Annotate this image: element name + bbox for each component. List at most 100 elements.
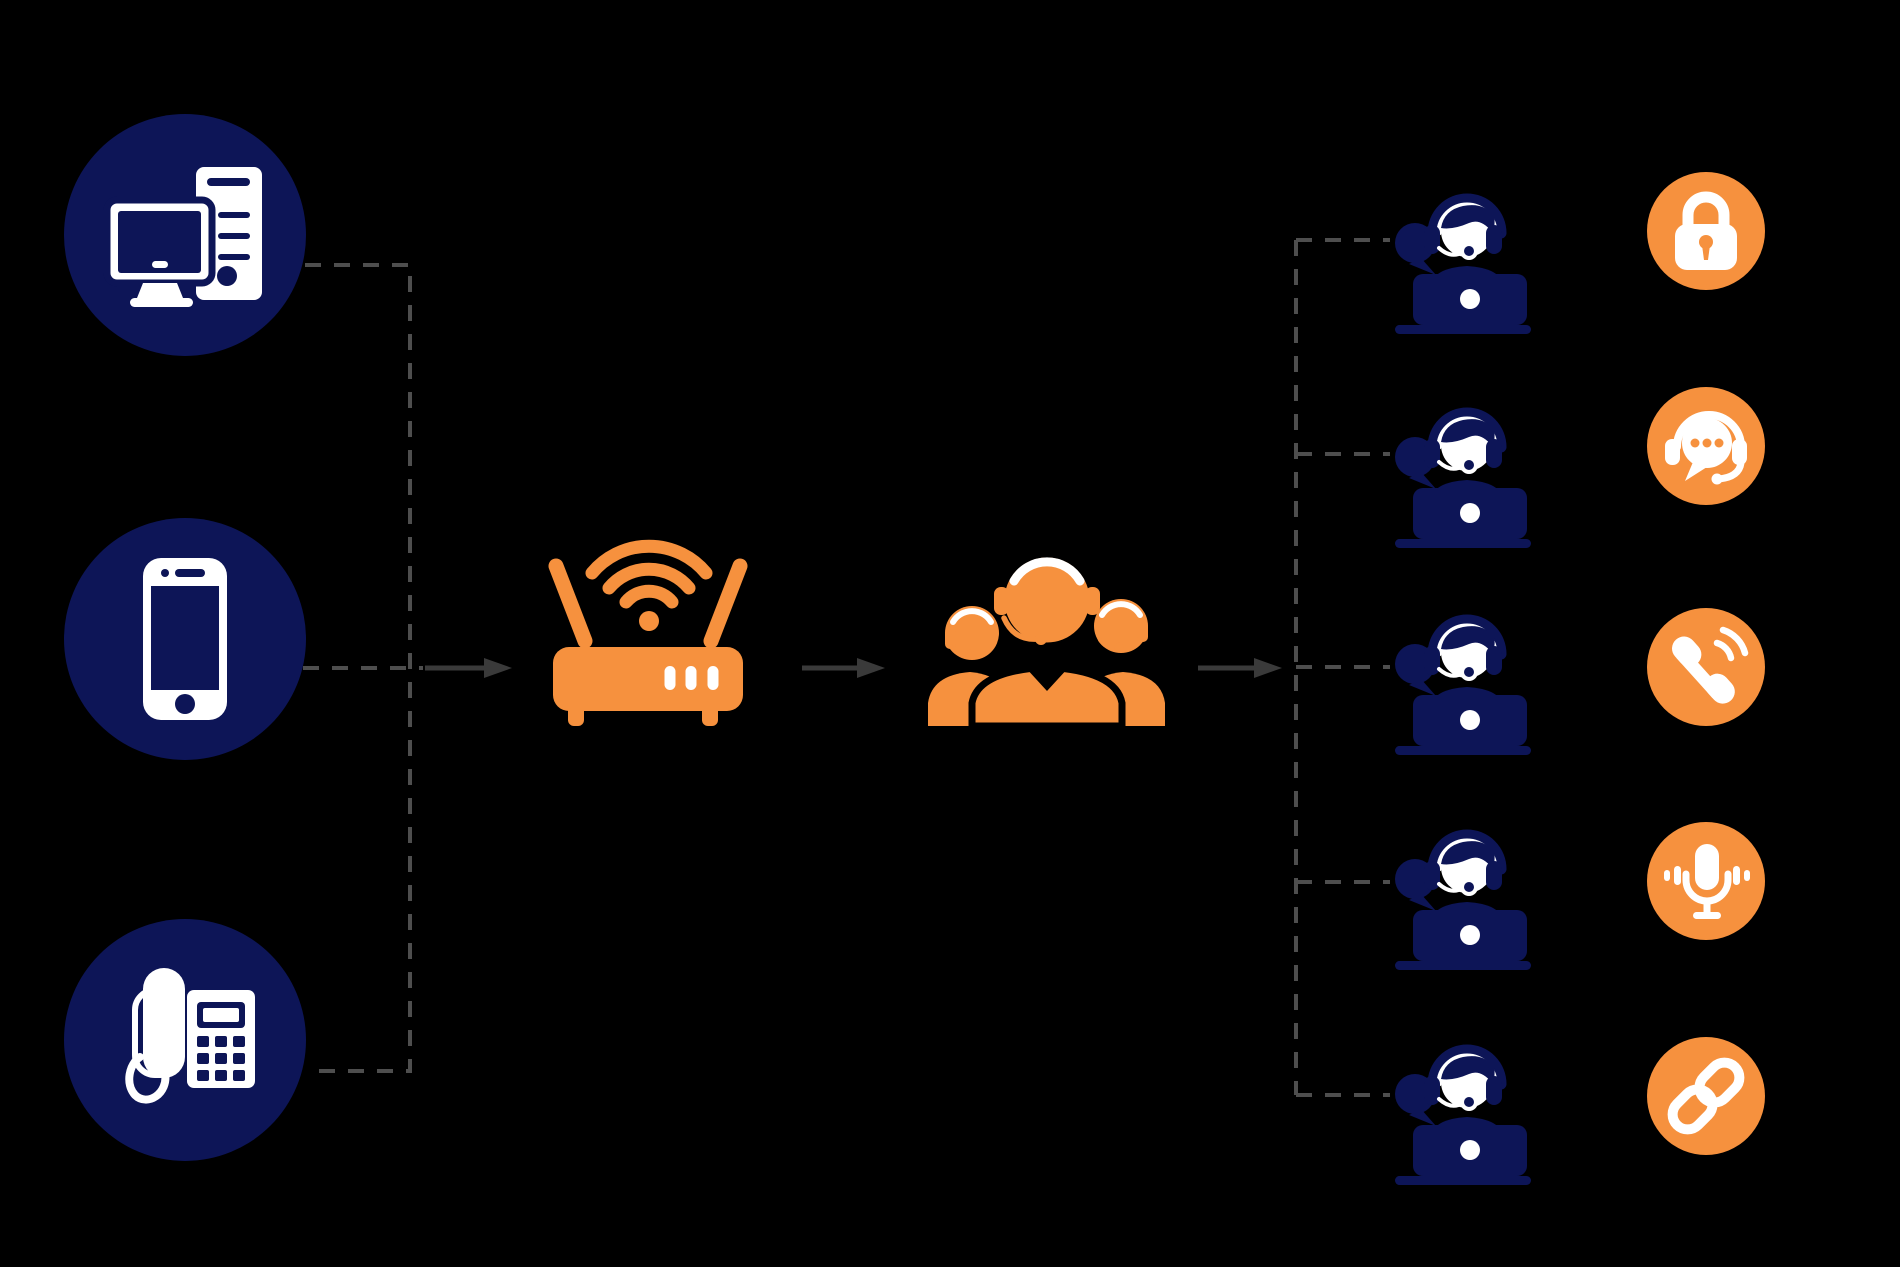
dashed-connectors (303, 238, 1390, 1097)
key (215, 1036, 227, 1047)
handset-bridge (1676, 649, 1723, 699)
desk-phone-icon (125, 968, 255, 1104)
speaker-bar (175, 569, 205, 577)
link-left (1667, 1084, 1718, 1135)
feature-security (1647, 172, 1765, 290)
mic-cradle (1682, 870, 1732, 905)
support-agent-laptop-icon (1395, 413, 1531, 548)
mic-capsule (1695, 844, 1719, 890)
sound-pill-outer-left (1664, 870, 1670, 881)
antenna-left (548, 558, 593, 649)
team-left-headband (950, 608, 994, 625)
team-center-ear-cup-left (994, 587, 1009, 615)
tower-slot (218, 233, 250, 239)
team-center-mic-boom (1001, 615, 1041, 642)
feature-circle (1647, 608, 1765, 726)
home-button (175, 694, 195, 714)
node-smartphone (64, 518, 306, 760)
tower-slot (207, 178, 250, 186)
ear-pad-right (1732, 439, 1747, 465)
tower-slot (218, 212, 250, 218)
router-led (685, 666, 697, 690)
sound-pill-outer-right (1744, 870, 1750, 881)
chat-dot (1702, 438, 1712, 448)
feature-calls (1647, 608, 1765, 726)
tower-button (217, 266, 237, 286)
keypad (197, 1036, 245, 1081)
camera-dot (161, 569, 169, 577)
key (197, 1036, 209, 1047)
arrow-team-to-agents (1198, 658, 1282, 678)
key (233, 1053, 245, 1064)
team-right-ear-cup (1137, 622, 1148, 642)
router-box (553, 647, 743, 711)
signal-arc-small (1713, 639, 1735, 662)
support-agent-laptop-icon (1395, 620, 1531, 755)
handset (143, 968, 185, 1078)
feature-chat-support (1647, 387, 1765, 505)
phone-cord (125, 1053, 170, 1104)
feature-voice (1647, 822, 1765, 940)
microphone-icon (1664, 844, 1750, 919)
arrow-head (1254, 658, 1282, 678)
key (215, 1070, 227, 1081)
monitor-power-pill (152, 261, 168, 268)
lock-shackle (1682, 191, 1730, 230)
headset-chat-icon (1665, 411, 1747, 485)
flow-arrows (425, 658, 1282, 678)
feature-integration (1647, 1037, 1765, 1155)
sound-pill-inner-left (1674, 866, 1681, 885)
key (233, 1070, 245, 1081)
mic-ball (1711, 473, 1723, 485)
support-agent-laptop-icon (1395, 199, 1531, 334)
display-screen (203, 1008, 239, 1022)
signal-arc-large (1719, 626, 1749, 657)
team-center-ear-cup-right (1085, 587, 1100, 615)
monitor-stand (137, 283, 183, 298)
node-desk-phone (64, 919, 306, 1161)
team-center-collar (1025, 667, 1069, 691)
link-right (1694, 1057, 1745, 1108)
handset (1672, 636, 1735, 704)
antenna-right (703, 558, 748, 649)
headset-band (1673, 411, 1745, 451)
key (197, 1053, 209, 1064)
keyhole-stem (1702, 245, 1710, 260)
support-agent-laptop-icon (1395, 1050, 1531, 1185)
arrow-head (857, 658, 885, 678)
feature-column (1647, 172, 1765, 1155)
arrow-router-to-team (802, 658, 885, 678)
chain-link-icon (1667, 1057, 1745, 1135)
key (233, 1036, 245, 1047)
monitor-base (130, 298, 193, 307)
left-dashed-bracket (305, 263, 412, 1073)
team-center-headband (1009, 557, 1085, 586)
arrow-devices-to-router (425, 658, 512, 678)
wifi-router-icon (548, 539, 748, 726)
node-wifi-router (548, 539, 748, 726)
phone-screen (151, 586, 219, 690)
mic-stem (1703, 903, 1711, 912)
chat-dot (1714, 438, 1724, 448)
call-center-team-icon (928, 550, 1165, 730)
chat-dot (1690, 438, 1700, 448)
team-left-mic (965, 649, 975, 659)
node-desktop-computer (64, 114, 306, 356)
phone-call-icon (1672, 626, 1749, 704)
wifi-arc-large (585, 539, 713, 580)
tower-slot (218, 254, 250, 260)
wifi-arc-small (619, 584, 679, 609)
agent-column (1395, 199, 1531, 1185)
wifi-dot (639, 611, 659, 631)
monitor-screen (118, 211, 201, 273)
smartphone-icon (143, 558, 227, 720)
team-right-mic (1114, 642, 1124, 652)
sound-pill-inner-right (1733, 866, 1740, 885)
router-led (707, 666, 719, 690)
desktop-computer-icon (103, 167, 262, 307)
arrow-head (484, 658, 512, 678)
mic-base (1693, 912, 1721, 919)
key (197, 1070, 209, 1081)
